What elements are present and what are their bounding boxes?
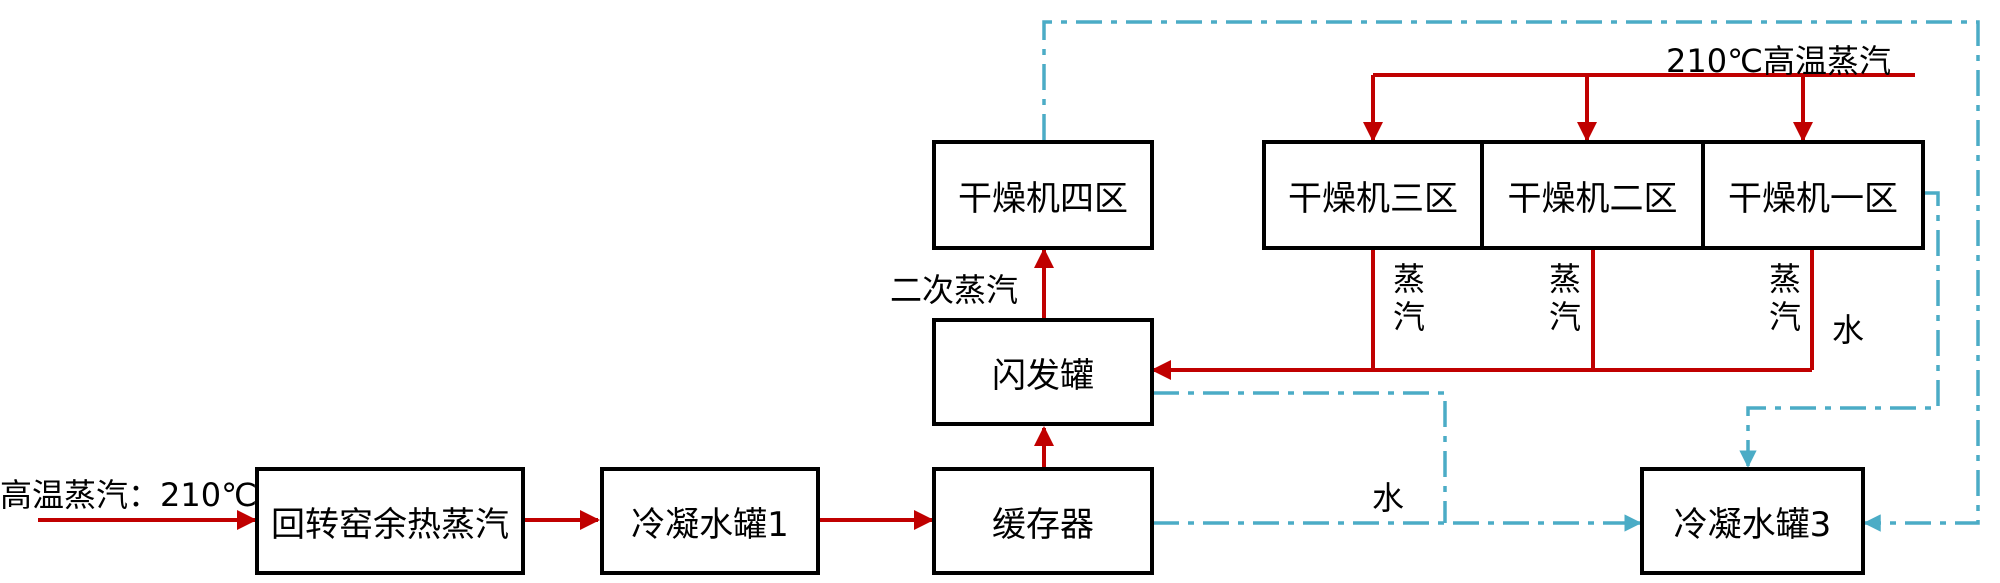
steam-label-zone2: 蒸汽 [1544,262,1582,338]
condensate-tank-1-box: 冷凝水罐1 [600,467,820,575]
buffer-box: 缓存器 [932,467,1154,575]
condensate-tank-3-box: 冷凝水罐3 [1640,467,1865,575]
buffer-label: 缓存器 [992,504,1094,545]
dryer-zone-4-box: 干燥机四区 [932,140,1154,250]
water-label-right: 水 [1832,311,1865,349]
dryer-zone-1-box: 干燥机一区 [1701,140,1925,250]
dryer-zone-3-label: 干燥机三区 [1288,178,1458,219]
steam-label-zone3: 蒸汽 [1388,262,1426,338]
steam-lines [38,73,1915,530]
water-lines [1042,20,1980,532]
condensate-tank-1-label: 冷凝水罐1 [631,504,789,545]
flash-tank-label: 闪发罐 [992,355,1094,396]
water-label-mid: 水 [1372,479,1405,517]
dryer4-to-outer-loop [1042,20,1980,532]
dryer-zone-1-label: 干燥机一区 [1728,178,1898,219]
secondary-steam-label: 二次蒸汽 [890,271,1019,309]
steam-label-zone1: 蒸汽 [1764,262,1802,338]
inlet-steam-label: 高温蒸汽：210℃ [0,476,258,514]
rotary-kiln-box: 回转窑余热蒸汽 [255,467,525,575]
dryer-zone-3-box: 干燥机三区 [1262,140,1484,250]
dryer1-water-line [1739,191,1940,468]
condensate-tank-3-label: 冷凝水罐3 [1673,504,1832,545]
rotary-kiln-label: 回转窑余热蒸汽 [271,504,509,545]
flash-tank-box: 闪发罐 [932,318,1154,426]
dryer-zone-2-label: 干燥机二区 [1507,178,1678,219]
dryer-zone-4-label: 干燥机四区 [958,178,1128,219]
top-steam-label: 210℃高温蒸汽 [1666,42,1892,80]
dryer-zone-2-box: 干燥机二区 [1480,140,1705,250]
